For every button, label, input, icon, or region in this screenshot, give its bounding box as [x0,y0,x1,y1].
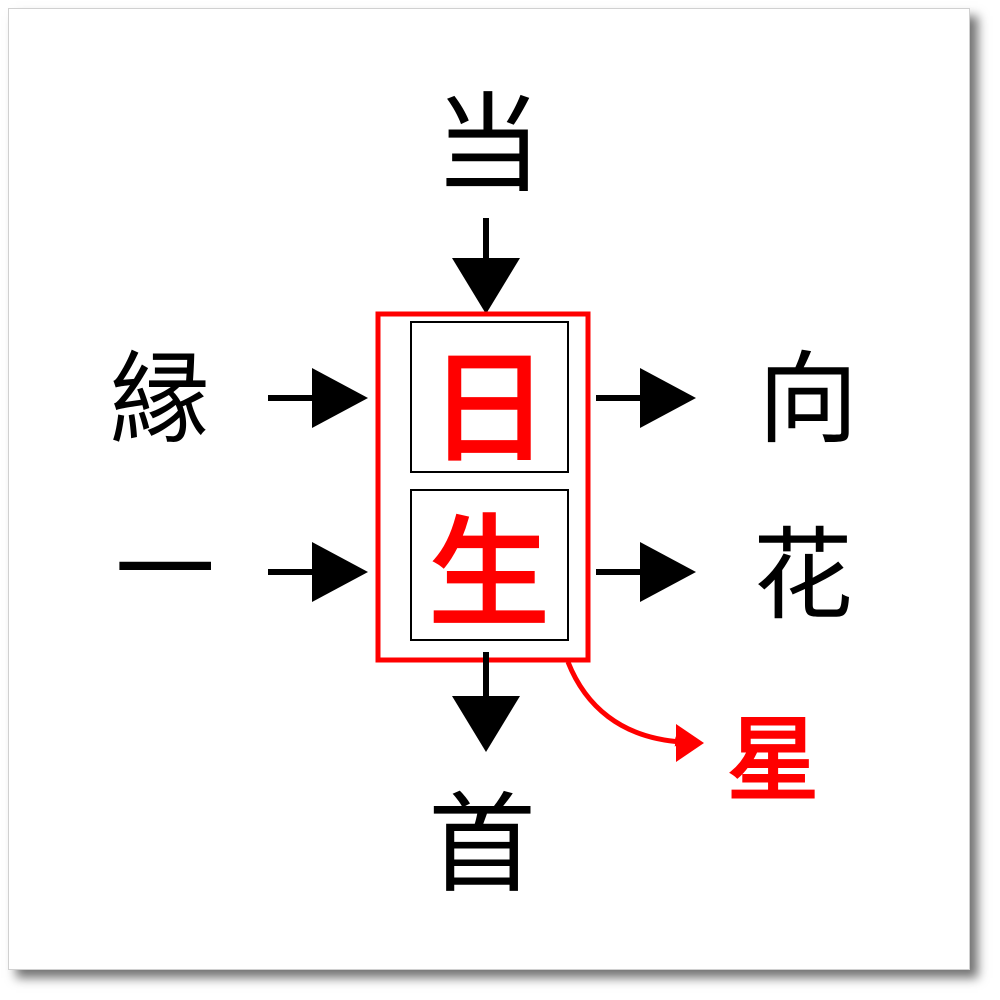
right-kanji-lower: 花 [753,517,853,634]
answer-cell-upper [410,321,569,473]
arrow-right-right-upper [596,368,696,428]
result-curved-arrow [565,661,685,747]
answer-cell-lower [410,489,569,641]
arrow-down-bottom [452,652,520,752]
result-kanji: 星 [727,707,819,814]
left-kanji-lower: 一 [115,512,215,629]
arrow-right-right-lower [596,542,696,602]
arrow-down-top [452,218,520,314]
right-kanji-upper: 向 [758,341,858,458]
bottom-kanji: 首 [428,783,536,908]
answer-kanji-upper: 日 [429,340,549,479]
top-kanji: 当 [434,83,542,208]
arrow-right-left-lower [268,542,368,602]
left-kanji-upper: 縁 [110,341,210,458]
answer-kanji-lower: 生 [429,505,549,644]
arrow-right-left-upper [268,368,368,428]
result-arrowhead [676,724,704,762]
